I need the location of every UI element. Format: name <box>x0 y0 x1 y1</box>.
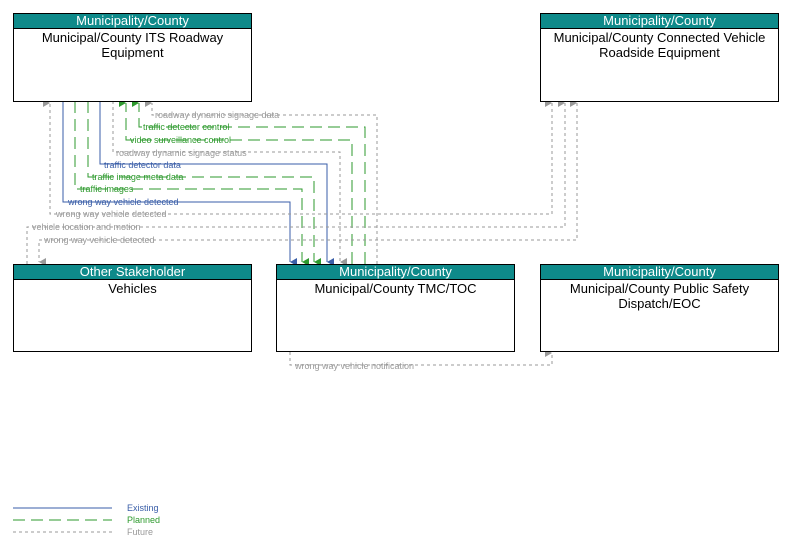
element-title: Vehicles <box>108 281 157 296</box>
flow-label: wrong way vehicle detected <box>43 235 155 245</box>
element-tmc-toc[interactable]: Municipality/County Municipal/County TMC… <box>276 264 515 352</box>
flow-label: wrong way vehicle detected <box>55 209 167 219</box>
element-title: Municipal/County Connected Vehicle Roads… <box>553 30 766 60</box>
flow-label: wrong way vehicle detected <box>67 197 179 207</box>
legend-existing-label: Existing <box>127 503 159 513</box>
legend: Existing Planned Future <box>13 503 160 537</box>
element-title: Municipal/County TMC/TOC <box>314 281 477 296</box>
element-title: Municipal/County ITS Roadway Equipment <box>41 30 224 60</box>
element-vehicles[interactable]: Other Stakeholder Vehicles <box>13 264 252 352</box>
element-category: Municipality/County <box>14 14 251 29</box>
flow-label: traffic detector control <box>143 122 229 132</box>
element-its-roadway-equipment[interactable]: Municipality/County Municipal/County ITS… <box>13 13 252 102</box>
flow-label: roadway dynamic signage status <box>116 148 247 158</box>
flow-label: video surveillance control <box>130 135 231 145</box>
flow-label: vehicle location and motion <box>32 222 141 232</box>
element-cv-roadside-equipment[interactable]: Municipality/County Municipal/County Con… <box>540 13 779 102</box>
element-public-safety-dispatch[interactable]: Municipality/County Municipal/County Pub… <box>540 264 779 352</box>
flow-label: traffic image meta data <box>92 172 183 182</box>
flow-wrong-way-vehicle-detected-cv-to-vehicles[interactable]: wrong way vehicle detected <box>38 99 578 266</box>
flow-label: roadway dynamic signage data <box>155 110 279 120</box>
element-category: Municipality/County <box>277 265 514 280</box>
element-category: Municipality/County <box>541 14 778 29</box>
legend-future-label: Future <box>127 527 153 537</box>
flow-label: wrong way vehicle notification <box>294 361 414 371</box>
flow-label: traffic images <box>80 184 134 194</box>
flow-wrong-way-vehicle-notification[interactable]: wrong way vehicle notification <box>289 349 553 371</box>
element-title: Municipal/County Public Safety Dispatch/… <box>569 281 750 311</box>
element-category: Municipality/County <box>541 265 778 280</box>
legend-planned-label: Planned <box>127 515 160 525</box>
flow-label: traffic detector data <box>104 160 181 170</box>
element-category: Other Stakeholder <box>14 265 251 280</box>
